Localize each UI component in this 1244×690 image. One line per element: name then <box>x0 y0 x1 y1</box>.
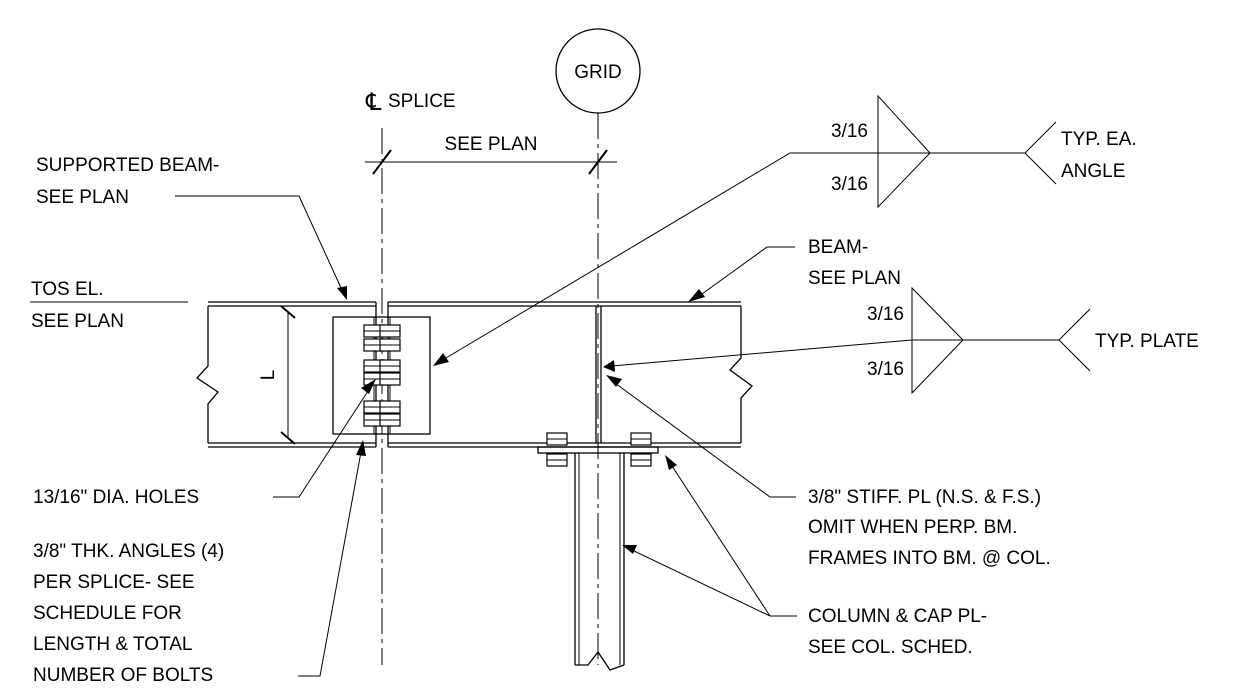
weld-symbol-angle: 3/16 3/16 TYP. EA. ANGLE <box>433 94 1137 366</box>
length-dimension: L <box>258 305 296 445</box>
supported-beam-line1: SUPPORTED BEAM- <box>36 155 219 176</box>
weld-plate-bottom: 3/16 <box>867 359 904 380</box>
svg-text:NUMBER OF BOLTS: NUMBER OF BOLTS <box>33 665 213 686</box>
weld-symbol-plate: 3/16 3/16 TYP. PLATE <box>603 286 1199 395</box>
holes-note: 13/16" DIA. HOLES <box>33 487 199 508</box>
splice-bolts <box>363 324 401 427</box>
beam-line1: BEAM- <box>808 237 868 258</box>
tos-line1: TOS EL. <box>31 279 104 300</box>
beam-line2: SEE PLAN <box>808 268 901 289</box>
svg-text:LENGTH & TOTAL: LENGTH & TOTAL <box>33 634 192 655</box>
weld-plate-note: TYP. PLATE <box>1095 331 1199 352</box>
column-note: COLUMN & CAP PL- SEE COL. SCHED. <box>808 606 987 658</box>
length-label: L <box>258 370 279 381</box>
svg-text:FRAMES INTO BM. @ COL.: FRAMES INTO BM. @ COL. <box>808 548 1051 569</box>
weld-angle-bottom: 3/16 <box>831 174 868 195</box>
angles-note: 3/8" THK. ANGLES (4) PER SPLICE- SEE SCH… <box>33 541 224 686</box>
grid-marker: GRID <box>555 28 641 114</box>
stiffener-note: 3/8" STIFF. PL (N.S. & F.S.) OMIT WHEN P… <box>808 487 1051 569</box>
grid-label: GRID <box>574 62 622 83</box>
svg-text:3/8" STIFF. PL (N.S. & F.S.): 3/8" STIFF. PL (N.S. & F.S.) <box>808 487 1041 508</box>
supported-beam-line2: SEE PLAN <box>36 187 129 208</box>
stiffener-plate <box>595 306 602 443</box>
column-cap-plate <box>537 432 659 671</box>
svg-text:COLUMN & CAP PL-: COLUMN & CAP PL- <box>808 606 987 627</box>
splice-angle-plate <box>332 316 431 435</box>
centerline-symbol: ℄ <box>365 89 382 116</box>
weld-angle-top: 3/16 <box>831 121 868 142</box>
weld-angle-note2: ANGLE <box>1061 161 1125 182</box>
svg-text:PER SPLICE- SEE: PER SPLICE- SEE <box>33 572 195 593</box>
supported-beam <box>196 301 377 448</box>
dimension-see-plan: SEE PLAN <box>365 134 617 175</box>
tos-line2: SEE PLAN <box>31 311 124 332</box>
svg-text:OMIT WHEN PERP. BM.: OMIT WHEN PERP. BM. <box>808 517 1017 538</box>
splice-label: SPLICE <box>388 91 456 112</box>
main-beam <box>387 301 753 448</box>
weld-angle-note1: TYP. EA. <box>1061 129 1137 150</box>
weld-plate-top: 3/16 <box>867 304 904 325</box>
svg-text:3/8" THK. ANGLES (4): 3/8" THK. ANGLES (4) <box>33 541 224 562</box>
dimension-label: SEE PLAN <box>445 134 538 155</box>
svg-text:SCHEDULE FOR: SCHEDULE FOR <box>33 603 182 624</box>
svg-text:SEE COL. SCHED.: SEE COL. SCHED. <box>808 637 973 658</box>
